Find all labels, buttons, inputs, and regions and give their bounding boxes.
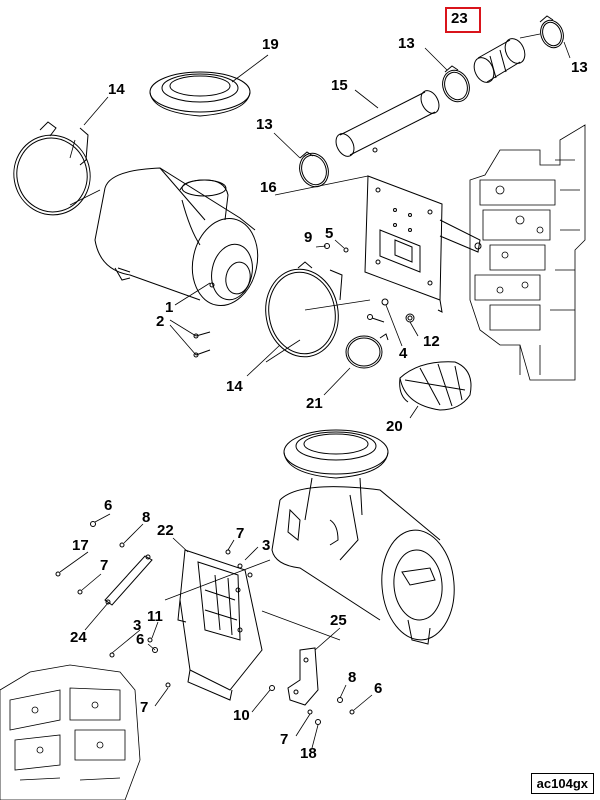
rain-cap (149, 71, 251, 117)
callout-label: 3 (133, 617, 142, 634)
callout-label: 6 (104, 497, 113, 514)
callout-label: 5 (325, 225, 334, 242)
callout-label: 17 (72, 537, 89, 554)
callout-label: 18 (300, 745, 317, 762)
reference-code: ac104gx (530, 773, 594, 794)
clamp-middle (299, 151, 329, 188)
air-cleaner-housing-upper (94, 167, 259, 307)
callout-label: 3 (262, 537, 271, 554)
callout-label: 8 (142, 509, 151, 526)
callout-label: 24 (70, 629, 87, 646)
band-clamp-upper (13, 121, 91, 216)
callout-label: 14 (226, 378, 243, 395)
leader-lines-lower (59, 513, 373, 749)
callout-label: 16 (260, 179, 277, 196)
callout-label: 7 (236, 525, 245, 542)
hose (473, 38, 526, 83)
mounting-bracket (177, 549, 263, 701)
callout-label: 1 (165, 299, 174, 316)
fasteners-lower (55, 521, 355, 725)
callout-label: 10 (233, 707, 250, 724)
callout-label: 25 (330, 612, 347, 629)
callout-label: 22 (157, 522, 174, 539)
intake-pipe (335, 90, 440, 157)
callout-label: 2 (156, 313, 165, 330)
callout-label: 13 (398, 35, 415, 52)
engine-block-lower (0, 664, 141, 800)
clamp-upper (442, 65, 470, 103)
callout-label: 13 (256, 116, 273, 133)
highlight-box (445, 7, 481, 33)
callout-label: 19 (262, 36, 279, 53)
clamp-21 (345, 333, 389, 369)
callout-label: 13 (571, 59, 588, 76)
callout-label: 21 (306, 395, 323, 412)
callout-label: 6 (374, 680, 383, 697)
callout-label: 4 (399, 345, 408, 362)
air-cleaner-housing-lower (271, 429, 455, 645)
callout-label: 23 (451, 10, 468, 27)
callout-label: 7 (100, 557, 109, 574)
callout-label: 7 (140, 699, 149, 716)
callout-label: 20 (386, 418, 403, 435)
engine-block-upper (469, 124, 586, 381)
callout-label: 11 (147, 608, 163, 625)
callout-label: 12 (423, 333, 440, 350)
callout-label: 15 (331, 77, 348, 94)
callout-label: 7 (280, 731, 289, 748)
callout-label: 14 (108, 81, 125, 98)
elbow-fitting (399, 361, 472, 411)
side-bracket (287, 647, 319, 706)
leader-lines-upper (69, 33, 571, 419)
band-clamp-middle (265, 261, 343, 358)
clamp-top-right (539, 15, 564, 49)
callout-label: 8 (348, 669, 357, 686)
callout-label: 6 (136, 631, 145, 648)
mounting-plate (364, 175, 482, 313)
support-strap (104, 554, 153, 606)
callout-label: 9 (304, 229, 313, 246)
